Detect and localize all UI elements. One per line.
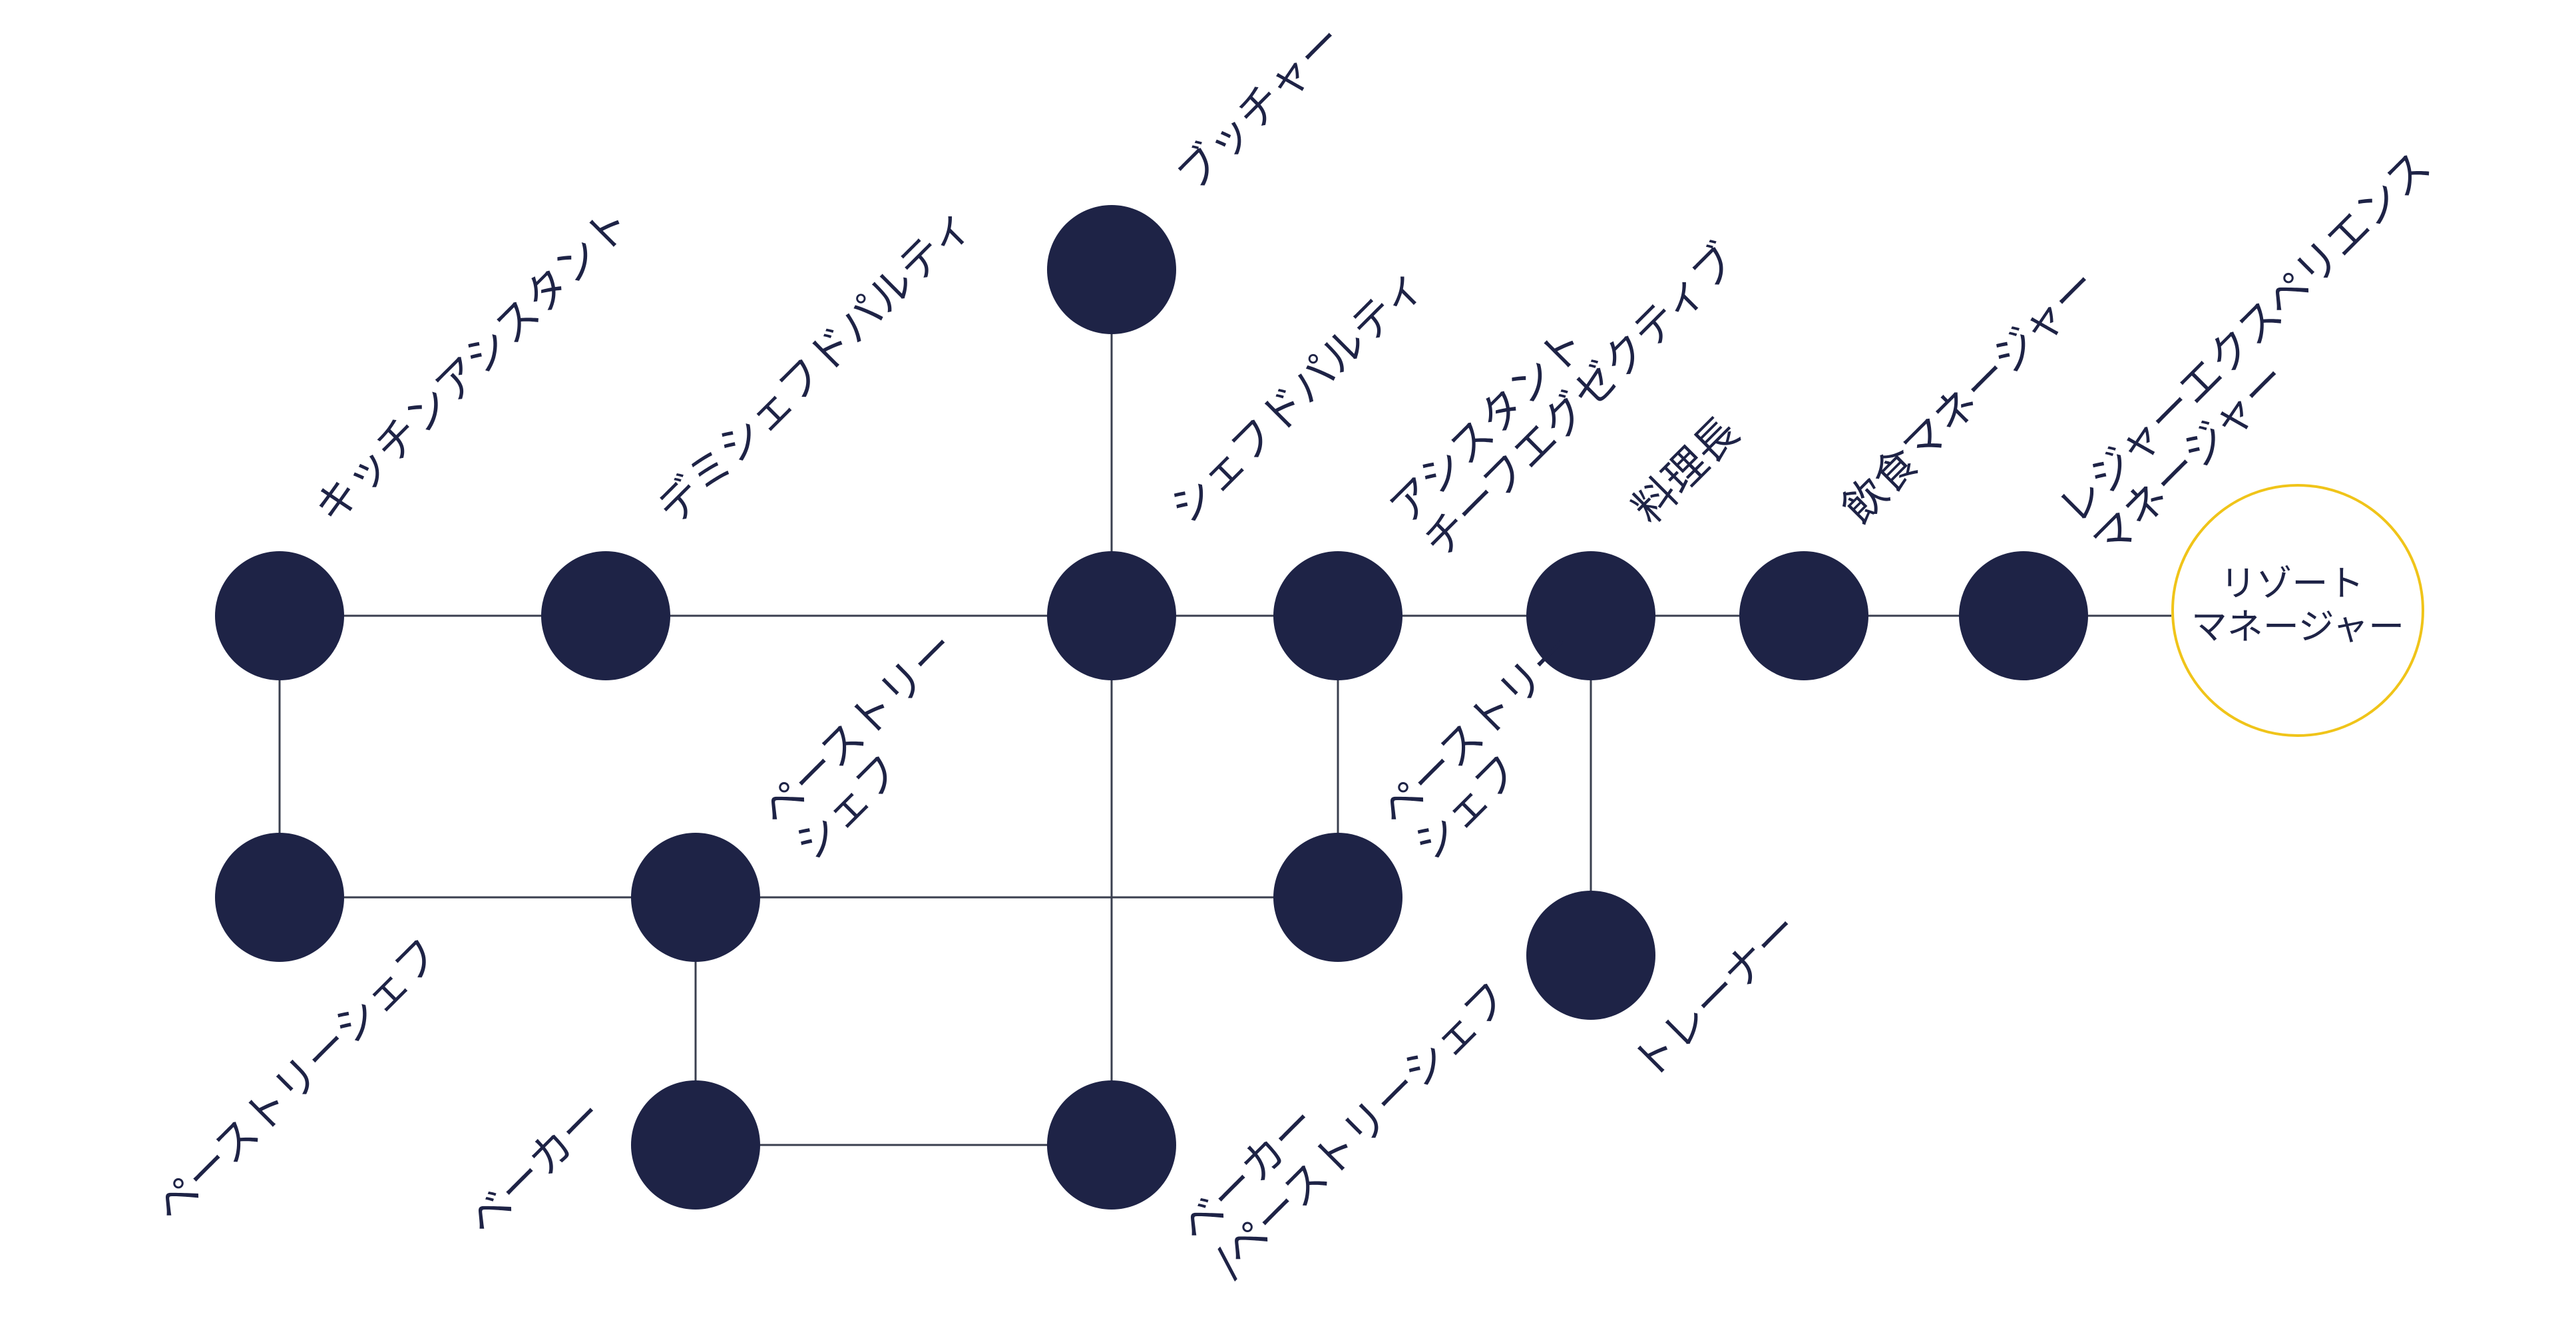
label-asst-exec-chef: アシスタント チーフエグゼクティブ (1381, 201, 1747, 567)
node-demi-chef[interactable] (541, 551, 670, 680)
node-chef-de-partie[interactable] (1047, 551, 1176, 680)
node-fb-manager[interactable] (1739, 551, 1868, 680)
edges (278, 270, 2171, 1146)
label-pastry-chef-mid: ペーストリー シェフ (751, 612, 1009, 870)
node-butcher[interactable] (1047, 205, 1176, 334)
node-trainer[interactable] (1526, 891, 1655, 1020)
label-kitchen-assistant: キッチンアシスタント (306, 198, 640, 533)
label-demi-chef: デミシェフドパルティ (648, 199, 982, 533)
label-head-chef: 料理長 (1623, 408, 1749, 533)
node-pastry-chef-left[interactable] (215, 833, 344, 962)
label-butcher: ブッチャー (1168, 15, 1353, 200)
node-pastry-chef-mid[interactable] (631, 833, 760, 962)
label-pastry-chef-right: ペーストリー シェフ (1371, 612, 1628, 870)
node-baker-pastry-chef[interactable] (1047, 1080, 1176, 1210)
label-pastry-chef-left: ペーストリーシェフ (146, 929, 449, 1232)
label-resort-manager: リゾート マネージャー (2191, 562, 2404, 648)
label-baker: ベーカー (459, 1090, 614, 1245)
node-leisure-manager[interactable] (1959, 551, 2088, 680)
node-asst-exec-chef[interactable] (1273, 551, 1402, 680)
label-baker-pastry-chef: ベーカー /ペーストリーシェフ (1171, 939, 1519, 1287)
node-resort-manager[interactable] (2171, 484, 2424, 737)
nodes (215, 205, 2424, 1210)
node-kitchen-assistant[interactable] (215, 551, 344, 680)
label-trainer: トレーナー (1623, 904, 1809, 1090)
node-baker[interactable] (631, 1080, 760, 1210)
node-head-chef[interactable] (1526, 551, 1655, 680)
node-pastry-chef-right[interactable] (1273, 833, 1402, 962)
